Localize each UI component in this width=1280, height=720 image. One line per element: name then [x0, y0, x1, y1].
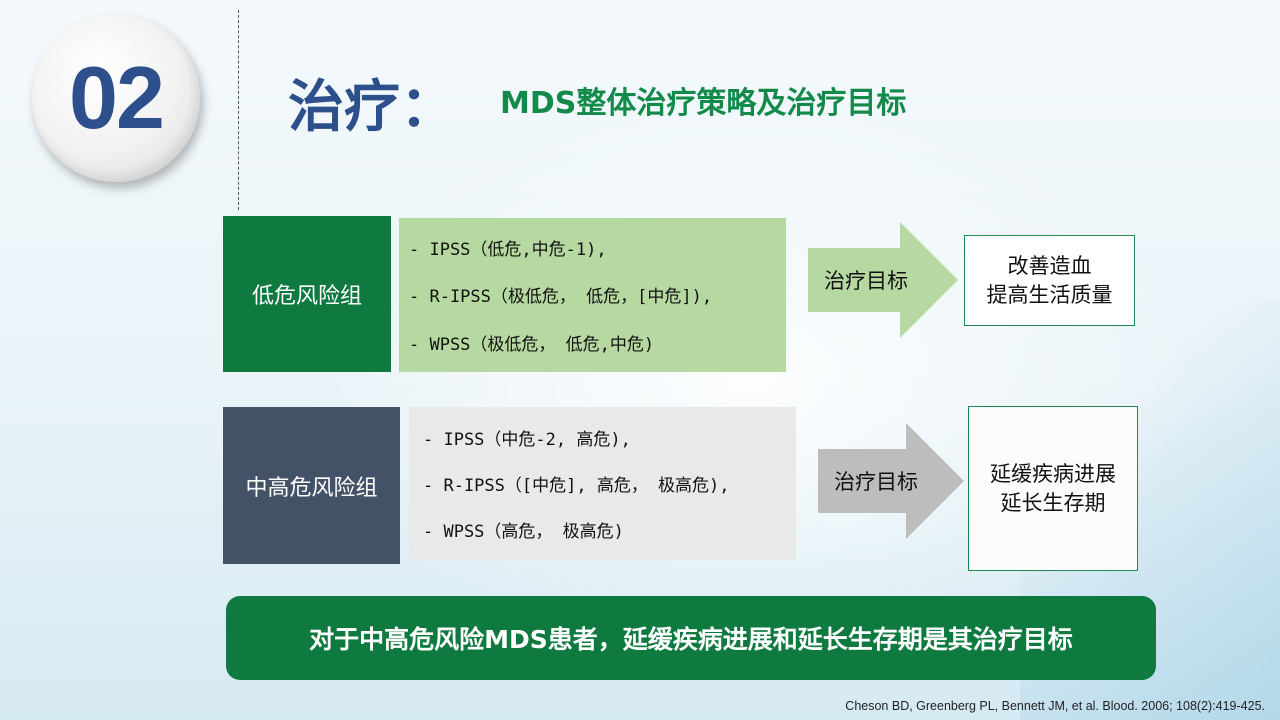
high-risk-arrow-label: 治疗目标: [834, 470, 918, 494]
goal-line: 改善造血: [1007, 254, 1092, 279]
low-risk-goal: 改善造血 提高生活质量: [964, 235, 1135, 326]
high-risk-category: 中高危风险组: [223, 407, 400, 564]
right-arrow-icon: [818, 423, 964, 539]
criteria-item: - IPSS（中危-2, 高危),: [423, 430, 631, 451]
criteria-item: - WPSS（高危， 极高危): [423, 521, 624, 542]
section-number: 02: [69, 48, 165, 147]
conclusion-banner: 对于中高危风险MDS患者，延缓疾病进展和延长生存期是其治疗目标: [226, 596, 1156, 680]
low-risk-criteria: - IPSS（低危,中危-1), - R-IPSS（极低危， 低危，[中危]),…: [399, 218, 786, 372]
page-title: 治疗：: [288, 75, 456, 140]
reference-citation: Cheson BD, Greenberg PL, Bennett JM, et …: [845, 699, 1265, 713]
criteria-item: - IPSS（低危,中危-1),: [409, 240, 607, 261]
goal-line: 延缓疾病进展: [990, 462, 1116, 487]
section-number-badge: 02: [32, 14, 200, 182]
criteria-item: - R-IPSS（极低危， 低危，[中危]),: [409, 287, 713, 308]
low-risk-arrow: 治疗目标: [808, 222, 958, 338]
criteria-item: - WPSS（极低危， 低危,中危): [409, 334, 655, 355]
right-arrow-icon: [808, 222, 958, 338]
low-risk-arrow-label: 治疗目标: [824, 269, 908, 293]
conclusion-text: 对于中高危风险MDS患者，延缓疾病进展和延长生存期是其治疗目标: [309, 625, 1073, 654]
high-risk-category-label: 中高危风险组: [245, 475, 378, 501]
high-risk-goal: 延缓疾病进展 延长生存期: [968, 406, 1138, 571]
low-risk-category: 低危风险组: [223, 216, 391, 372]
criteria-item: - R-IPSS（[中危], 高危， 极高危),: [423, 475, 730, 496]
dashed-divider: [238, 10, 239, 210]
goal-line: 延长生存期: [1000, 490, 1106, 515]
low-risk-category-label: 低危风险组: [251, 284, 362, 309]
page-subtitle: MDS整体治疗策略及治疗目标: [500, 86, 907, 121]
goal-line: 提高生活质量: [986, 282, 1113, 307]
high-risk-criteria: - IPSS（中危-2, 高危), - R-IPSS（[中危], 高危， 极高危…: [409, 407, 796, 560]
high-risk-arrow: 治疗目标: [818, 423, 964, 539]
